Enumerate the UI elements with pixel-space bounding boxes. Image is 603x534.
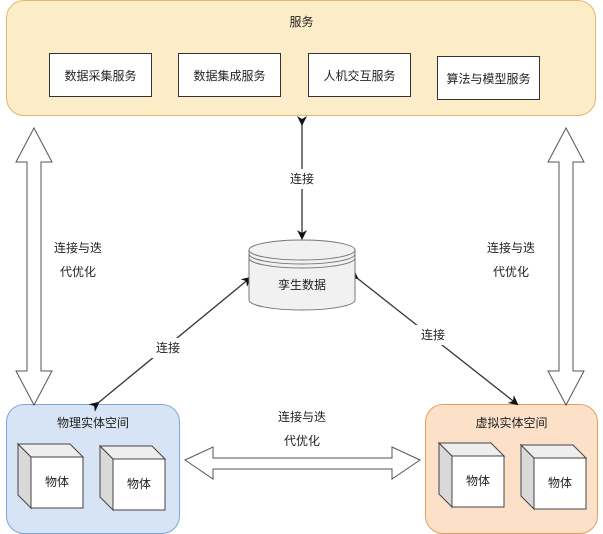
physical-space-title: 物理实体空间: [56, 416, 129, 430]
bottom-label-line1: 连接与迭: [277, 410, 326, 424]
edge-label-physical-twin: 连接: [150, 338, 186, 358]
physical-object-cube-1: [16, 442, 85, 510]
right-double-arrow: [547, 126, 585, 407]
bottom-label-line2: 代优化: [283, 434, 320, 448]
right-side-label: 连接与迭 代优化: [479, 236, 543, 284]
virtual-object-label-2: 物体: [547, 476, 572, 490]
physical-object-label-2: 物体: [126, 477, 151, 491]
service-data-integration: 数据集成服务: [178, 53, 281, 97]
virtual-object-cube-2: [519, 443, 588, 511]
virtual-object-cube-1: [437, 441, 506, 509]
service-algorithm-model: 算法与模型服务: [437, 56, 540, 100]
services-title: 服务: [289, 15, 314, 29]
service-hci: 人机交互服务: [308, 53, 411, 97]
edge-label-virtual-twin: 连接: [415, 325, 451, 345]
virtual-object-label-1: 物体: [465, 474, 490, 488]
physical-object-label-1: 物体: [44, 475, 69, 489]
twin-data-label: 孪生数据: [277, 278, 326, 292]
right-side-label-line2: 代优化: [492, 265, 529, 279]
virtual-space-title: 虚拟实体空间: [475, 416, 548, 430]
physical-object-cube-2: [98, 444, 167, 512]
service-data-collection: 数据采集服务: [49, 53, 152, 97]
left-side-label: 连接与迭 代优化: [46, 236, 110, 284]
edge-label-service-twin: 连接: [284, 169, 320, 189]
bottom-double-arrow: [183, 446, 422, 480]
right-side-label-line1: 连接与迭: [486, 241, 535, 255]
left-side-label-line2: 代优化: [59, 265, 96, 279]
left-side-label-line1: 连接与迭: [53, 241, 102, 255]
bottom-label: 连接与迭 代优化: [270, 405, 334, 453]
left-double-arrow: [15, 126, 53, 407]
twin-data-cylinder: [248, 239, 356, 311]
